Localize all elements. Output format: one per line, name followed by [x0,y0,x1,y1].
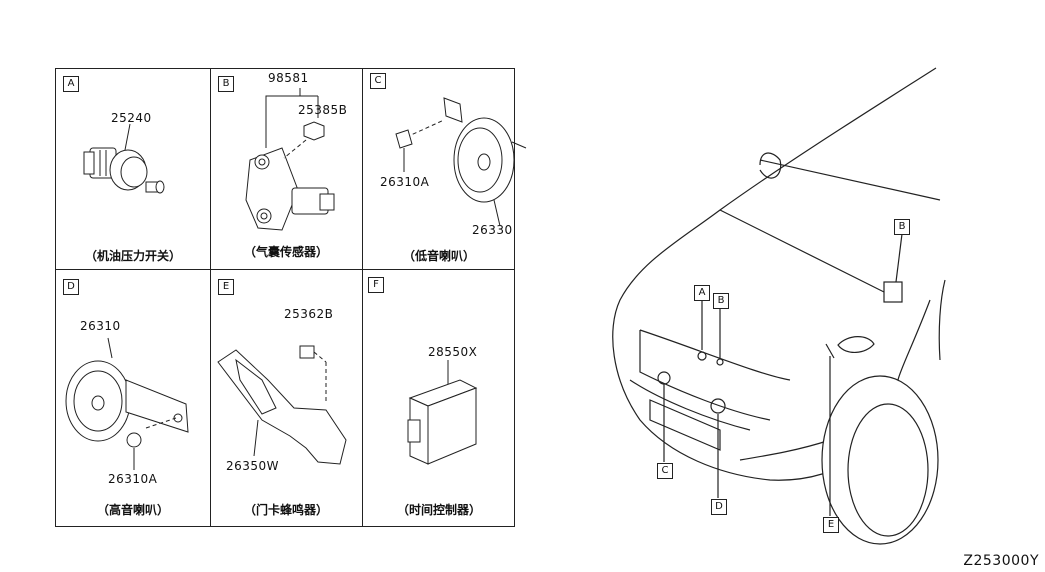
grid-divider [210,69,211,526]
timer-controller-drawing [407,360,478,465]
part-number: 25362B [284,307,334,321]
grid-divider [362,69,363,526]
part-number: 98581 [268,71,309,85]
high-horn-drawing [65,337,189,470]
panel-tag-e: E [218,279,234,295]
panel-caption-c: （低音喇叭） [402,249,475,263]
callout-tag-d: D [711,499,727,515]
part-number: 25385B [298,103,348,117]
part-number: 26310A [380,175,430,189]
door-buzzer-drawing [217,345,347,465]
part-number: 25240 [111,111,152,125]
panel-tag-a: A [63,76,79,92]
airbag-sensor-drawing [245,88,335,231]
callout-tag-b: B [894,219,910,235]
parts-grid: A 25240 （机油压力开关） B 98581 25385B （气囊传感器） … [55,68,515,527]
panel-caption-a: （机油压力开关） [84,249,181,263]
panel-tag-c: C [370,73,386,89]
callout-tag-c: C [657,463,673,479]
panel-tag-b: B [218,76,234,92]
low-horn-drawing [395,97,527,227]
callout-tag-b: B [713,293,729,309]
panel-tag-d: D [63,279,79,295]
car-front-drawing [612,67,946,545]
diagram-code: Z253000Y [963,553,1039,569]
grid-divider [56,269,514,270]
callout-tag-a: A [694,285,710,301]
part-number: 26310A [108,472,158,486]
panel-caption-f: （时间控制器） [396,503,481,517]
part-number: 28550X [428,345,478,359]
callout-tag-e: E [823,517,839,533]
panel-caption-e: （门卡蜂鸣器） [243,503,328,517]
part-number: 26350W [226,459,280,473]
panel-tag-f: F [368,277,384,293]
panel-caption-b: （气囊传感器） [243,245,328,259]
part-number: 26330 [472,223,513,237]
oil-pressure-switch-drawing [83,123,165,194]
part-number: 26310 [80,319,121,333]
panel-caption-d: （高音喇叭） [96,503,169,517]
